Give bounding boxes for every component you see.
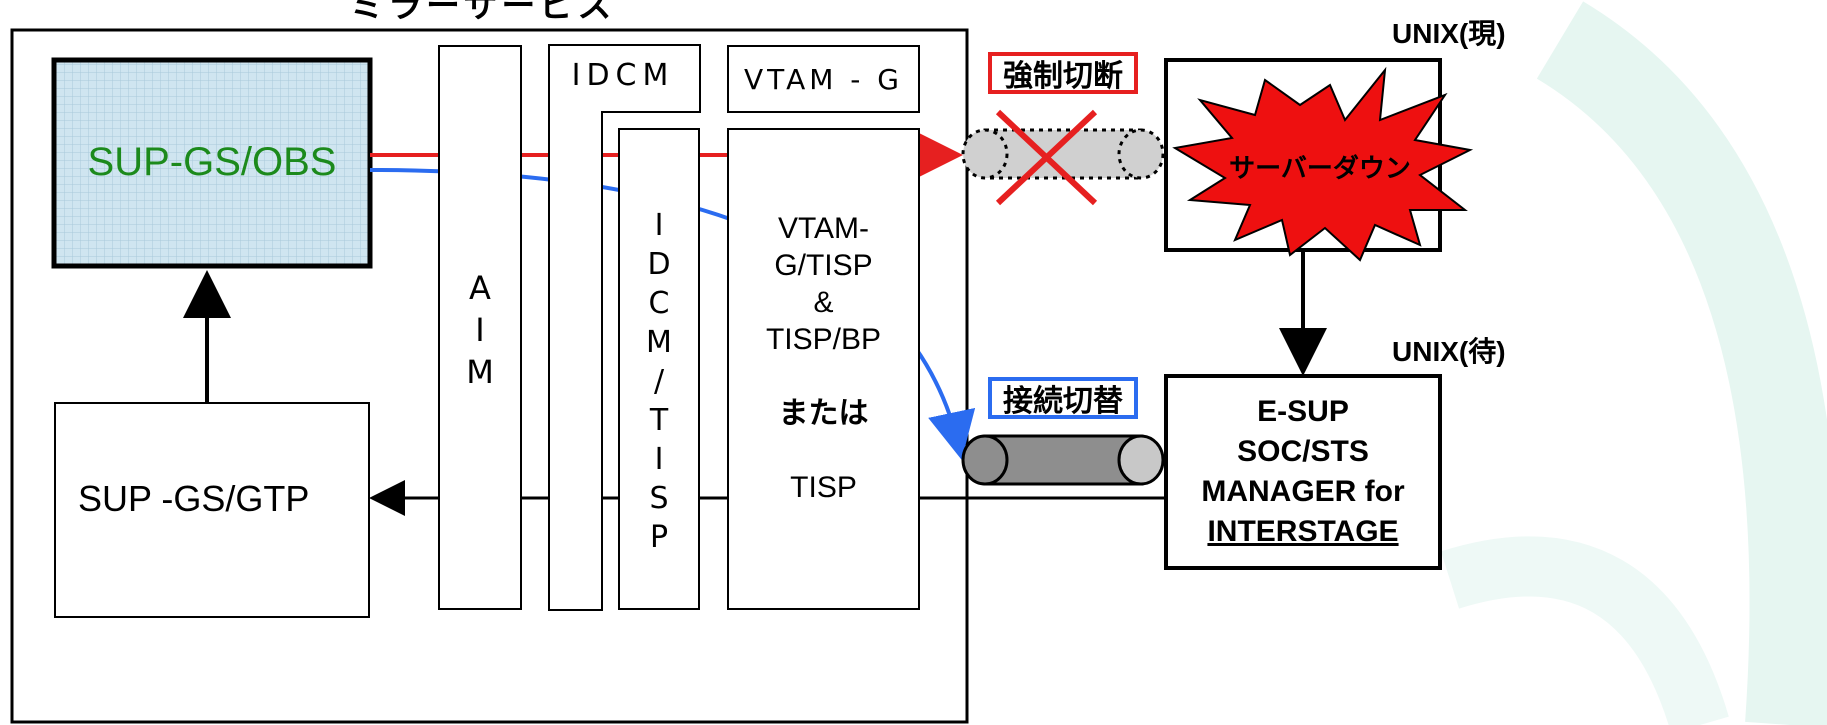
unix-standby-label: UNIX(待) xyxy=(1392,336,1506,367)
vtam-line xyxy=(729,358,918,395)
vtam-line: VTAM- xyxy=(777,212,870,245)
idcm-char: T xyxy=(649,403,669,438)
unix-standby-box xyxy=(1164,374,1442,570)
idcm-char: / xyxy=(653,364,665,399)
esup-line: E-SUP xyxy=(1257,395,1349,428)
aim-column: A I M xyxy=(438,45,522,610)
idcm-char: S xyxy=(649,481,669,516)
esup-line: INTERSTAGE xyxy=(1207,515,1399,548)
gtp-box: SUP -GS/GTP xyxy=(54,402,370,618)
vtam-line: TISP xyxy=(790,471,857,504)
idcm-char: D xyxy=(647,247,671,282)
vtam-tisp-label: VTAM- G/TISP & TISP/BP または TISP xyxy=(729,210,918,506)
idcm-char: P xyxy=(649,520,669,555)
idcm-tisp-column: I D C M / T I S P xyxy=(618,128,700,610)
switch-connection-label: 接続切替 xyxy=(988,377,1138,419)
vtam-line: TISP/BP xyxy=(765,323,882,356)
esup-line: SOC/STS xyxy=(1237,435,1369,468)
host-frame xyxy=(10,28,969,724)
idcm-tisp-label: I D C M / T I S P xyxy=(620,206,698,557)
idcm-char: I xyxy=(654,442,664,477)
forced-cut-label: 強制切断 xyxy=(988,52,1138,94)
esup-line: MANAGER for xyxy=(1201,475,1405,508)
server-down-text: サーバーダウン xyxy=(1229,154,1411,184)
decor-arc-inner xyxy=(1440,536,1729,725)
obs-box-fill xyxy=(51,57,373,269)
aim-char: I xyxy=(475,311,485,349)
idcm-char: I xyxy=(654,208,664,243)
vtam-header: VTAM - G xyxy=(744,63,903,96)
cut-x-mark xyxy=(995,109,1098,206)
unix-current-label: UNIX(現) xyxy=(1392,18,1506,49)
vtam-tisp-column: VTAM- G/TISP & TISP/BP または TISP xyxy=(727,128,920,610)
gtp-label: SUP -GS/GTP xyxy=(78,478,310,519)
aim-label: A I M xyxy=(440,267,520,393)
aim-char: A xyxy=(469,269,491,307)
vtam-line: または xyxy=(778,397,869,430)
esup-label: E-SUP SOC/STS MANAGER for INTERSTAGE xyxy=(1168,392,1438,552)
aim-char: M xyxy=(466,353,494,391)
idcm-header: IDCM xyxy=(571,58,675,93)
decor-arc-outer xyxy=(1536,1,1827,725)
switch-connection-cylinder xyxy=(961,434,1165,486)
vtam-line xyxy=(729,432,918,469)
server-down-burst xyxy=(1172,66,1474,262)
page-heading: ミラーサービス xyxy=(350,0,616,26)
idcm-char: M xyxy=(646,325,672,360)
vtam-line: G/TISP xyxy=(774,249,873,282)
idcm-char: C xyxy=(648,286,670,321)
vtam-line: & xyxy=(813,286,834,319)
obs-label: SUP-GS/OBS xyxy=(87,140,337,184)
vtam-header-box: VTAM - G xyxy=(727,45,920,113)
